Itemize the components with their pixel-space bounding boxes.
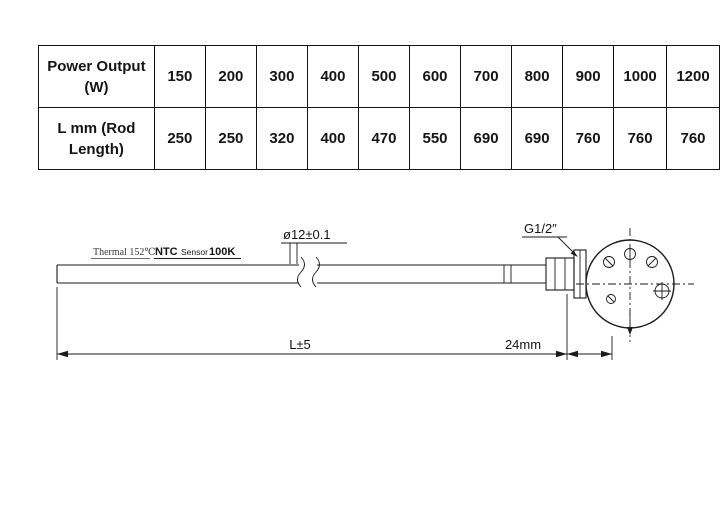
- power-cell: 150: [153, 45, 206, 108]
- sensor-label-text: Sensor: [181, 247, 208, 257]
- power-cell: 200: [204, 45, 257, 108]
- power-cell: 600: [408, 45, 462, 108]
- terminal-head: [576, 228, 694, 342]
- diameter-label: ø12±0.1: [283, 227, 331, 242]
- length-cell: 250: [204, 107, 257, 170]
- length-dimension-label: L±5: [289, 337, 311, 352]
- length-cell: 550: [408, 107, 462, 170]
- dim-arrow-right: [556, 350, 567, 358]
- power-cell: 900: [562, 45, 615, 108]
- length-cell: 320: [255, 107, 308, 170]
- dimension-length: L±5: [56, 287, 568, 360]
- break-symbol: [297, 256, 320, 288]
- leader-arrow: [570, 250, 578, 257]
- dimension-fitting: 24mm: [505, 336, 613, 360]
- row-header-power-output: Power Output (W): [38, 45, 155, 108]
- row-header-rod-length: L mm (Rod Length): [38, 107, 155, 170]
- diameter-callout: ø12±0.1: [281, 227, 347, 264]
- ntc-value-text: 100K: [209, 246, 235, 258]
- ntc-sensor-label: NTC Sensor 100K: [154, 246, 241, 259]
- length-cell: 470: [357, 107, 411, 170]
- thread-callout: G1/2″: [522, 221, 578, 257]
- thermal-fuse-label: Thermal 152℃: [91, 247, 156, 259]
- length-cell: 760: [562, 107, 615, 170]
- terminal-screw: [606, 294, 616, 304]
- ntc-label-text: NTC: [155, 246, 178, 258]
- power-cell: 300: [255, 45, 308, 108]
- power-cell: 700: [460, 45, 513, 108]
- length-cell: 760: [666, 107, 720, 170]
- length-cell: 690: [511, 107, 564, 170]
- pointer-arrow: [627, 327, 633, 335]
- dim-arrow-left: [57, 350, 68, 358]
- dim-arrow-left: [567, 350, 578, 358]
- thermal-label-text: Thermal 152℃: [93, 247, 156, 258]
- dim-arrow-right: [601, 350, 612, 358]
- terminal-screw: [603, 256, 615, 268]
- power-cell: 400: [306, 45, 359, 108]
- table-row-rod-length: L mm (Rod Length) 250 250 320 400 470 55…: [38, 107, 720, 170]
- thread-label: G1/2″: [524, 221, 557, 236]
- length-cell: 690: [460, 107, 513, 170]
- fitting-dimension-label: 24mm: [505, 337, 541, 352]
- length-cell: 250: [153, 107, 206, 170]
- thread-fitting: [545, 249, 587, 299]
- spec-table: Power Output (W) 150 200 300 400 500 600…: [38, 45, 720, 170]
- length-cell: 400: [306, 107, 359, 170]
- terminal-screw: [646, 256, 658, 268]
- power-cell: 800: [511, 45, 564, 108]
- table-row-power: Power Output (W) 150 200 300 400 500 600…: [38, 45, 720, 108]
- power-cell: 1200: [666, 45, 720, 108]
- power-cell: 1000: [613, 45, 668, 108]
- heater-rod: [56, 264, 546, 284]
